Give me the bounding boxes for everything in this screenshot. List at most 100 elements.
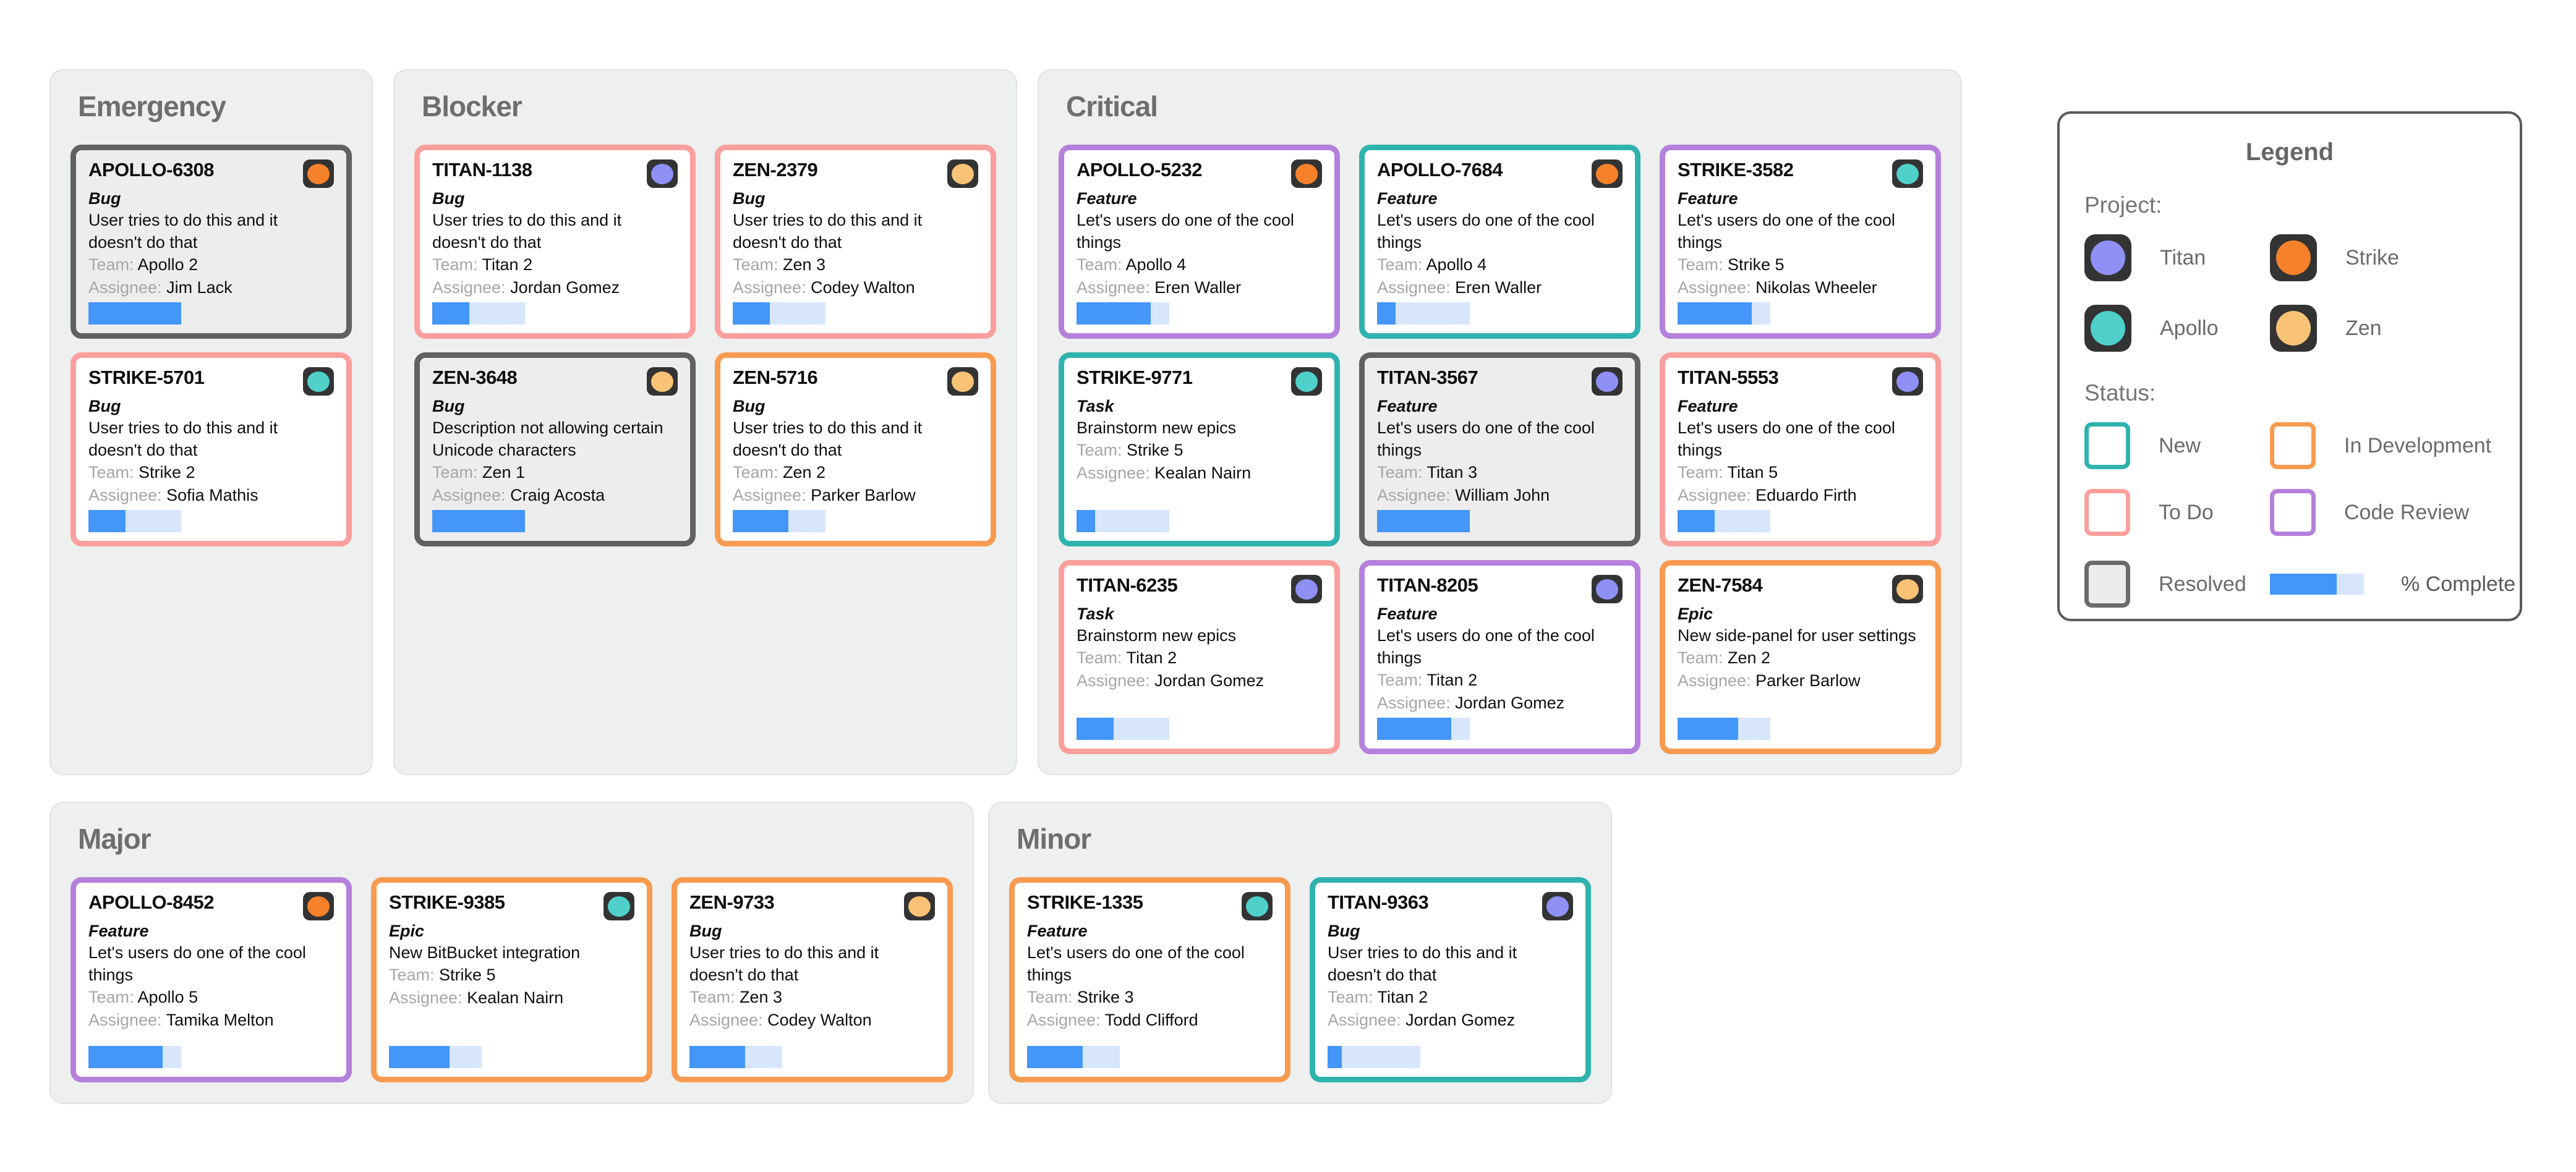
card-team: Team: Zen 1 bbox=[432, 463, 526, 482]
resolved-status-swatch bbox=[2084, 561, 2130, 608]
team-label: Team: bbox=[1328, 988, 1373, 1006]
project-color-dot bbox=[608, 896, 630, 917]
apollo-project-icon bbox=[1592, 159, 1623, 188]
assignee-label: Assignee: bbox=[733, 278, 806, 297]
card-type: Feature bbox=[1377, 605, 1438, 623]
project-color-dot bbox=[2276, 311, 2311, 346]
card-assignee: Assignee: Jim Lack bbox=[88, 278, 232, 297]
progress-bar bbox=[1377, 302, 1470, 325]
assignee-label: Assignee: bbox=[1377, 486, 1451, 504]
project-color-dot bbox=[952, 371, 974, 392]
column-title: Critical bbox=[1066, 90, 1158, 122]
progress-bar bbox=[88, 510, 181, 532]
project-color-dot bbox=[952, 163, 974, 184]
card-header: ZEN-9733 bbox=[689, 890, 935, 920]
card-assignee: Assignee: Codey Walton bbox=[733, 278, 915, 297]
card-type: Bug bbox=[432, 189, 465, 208]
card-type: Feature bbox=[1077, 189, 1137, 208]
card-header: ZEN-5716 bbox=[733, 365, 978, 396]
project-color-dot bbox=[1596, 371, 1618, 392]
card-assignee: Assignee: William John bbox=[1377, 486, 1550, 504]
card-id: STRIKE-3582 bbox=[1678, 159, 1794, 180]
assignee-label: Assignee: bbox=[1377, 278, 1451, 297]
card-id: APOLLO-8452 bbox=[88, 891, 214, 913]
card-assignee: Assignee: Kealan Nairn bbox=[389, 988, 564, 1007]
card-description: Let's users do one of the cool things bbox=[1678, 211, 1895, 252]
card-description: New BitBucket integration bbox=[389, 943, 581, 962]
team-label: Team: bbox=[1077, 441, 1122, 459]
progress-bar bbox=[1377, 718, 1470, 740]
progress-fill bbox=[88, 302, 181, 325]
card-assignee: Assignee: Parker Barlow bbox=[1678, 671, 1861, 690]
zen-project-icon bbox=[1892, 575, 1923, 603]
legend-project-section-label: Project: bbox=[2084, 192, 2162, 218]
progress-fill bbox=[1377, 718, 1451, 740]
card-assignee: Assignee: Craig Acosta bbox=[432, 486, 605, 504]
assignee-label: Assignee: bbox=[1328, 1011, 1401, 1029]
card-header: TITAN-8205 bbox=[1377, 573, 1623, 603]
progress-fill bbox=[389, 1046, 450, 1068]
card-team: Team: Zen 3 bbox=[733, 255, 826, 274]
card-header: STRIKE-9385 bbox=[389, 890, 634, 920]
card-header: APOLLO-6308 bbox=[88, 158, 334, 188]
legend-item-label: Apollo bbox=[2160, 316, 2219, 340]
card-header: APOLLO-5232 bbox=[1077, 158, 1322, 188]
card-type: Bug bbox=[733, 397, 766, 415]
card-id: TITAN-1138 bbox=[432, 159, 532, 180]
card-type: Bug bbox=[88, 397, 121, 415]
progress-bar bbox=[1077, 718, 1169, 740]
team-label: Team: bbox=[1027, 988, 1073, 1006]
card-id: TITAN-6235 bbox=[1077, 574, 1178, 596]
progress-fill bbox=[88, 510, 126, 532]
card-type: Bug bbox=[733, 189, 766, 208]
titan-project-icon bbox=[1291, 575, 1322, 603]
progress-fill bbox=[733, 302, 770, 325]
card-description: Let's users do one of the cool things bbox=[1377, 626, 1595, 667]
project-color-dot bbox=[307, 896, 330, 917]
card-assignee: Assignee: Jordan Gomez bbox=[1377, 694, 1565, 712]
progress-bar bbox=[432, 510, 525, 532]
card-id: STRIKE-9771 bbox=[1077, 367, 1193, 388]
project-color-dot bbox=[2091, 240, 2125, 275]
strike-project-icon bbox=[1242, 892, 1273, 920]
status-swatch bbox=[2270, 489, 2316, 536]
project-color-dot bbox=[1596, 579, 1618, 600]
card-id: STRIKE-9385 bbox=[389, 891, 505, 913]
card-header: TITAN-9363 bbox=[1328, 890, 1573, 920]
card-type: Feature bbox=[88, 922, 149, 940]
project-color-dot bbox=[1896, 579, 1919, 600]
card-type: Bug bbox=[88, 189, 121, 208]
project-color-dot bbox=[1546, 896, 1569, 917]
card-assignee: Assignee: Jordan Gomez bbox=[432, 278, 620, 297]
card-assignee: Assignee: Nikolas Wheeler bbox=[1678, 278, 1877, 297]
status-swatch bbox=[2270, 422, 2316, 469]
legend-item-label: New bbox=[2159, 433, 2201, 457]
card-team: Team: Titan 5 bbox=[1678, 463, 1778, 482]
card-description: User tries to do this and it doesn't do … bbox=[733, 418, 923, 459]
team-label: Team: bbox=[88, 463, 134, 482]
card-description: Let's users do one of the cool things bbox=[1377, 211, 1595, 252]
assignee-label: Assignee: bbox=[88, 278, 162, 297]
